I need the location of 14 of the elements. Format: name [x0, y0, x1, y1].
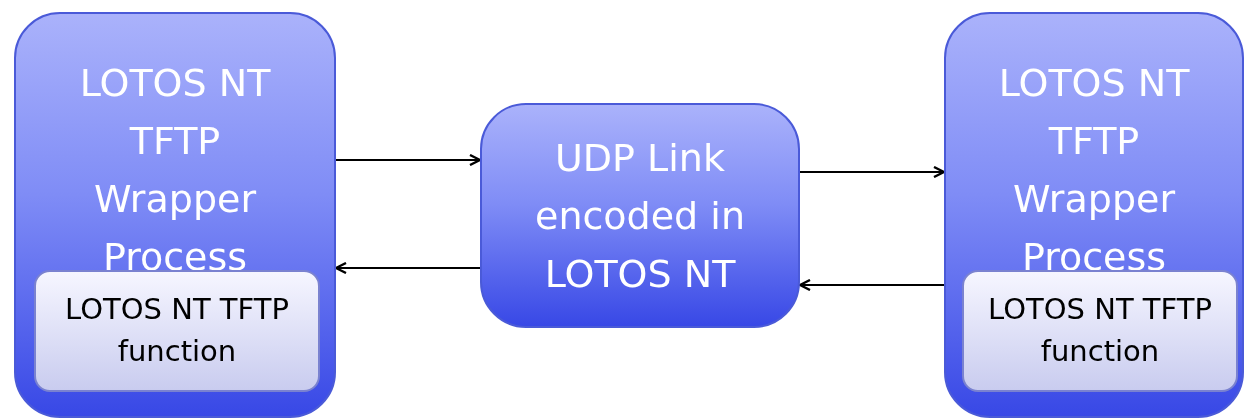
process-box: [944, 12, 1244, 418]
arrow: [799, 165, 946, 179]
process-box: [480, 103, 800, 328]
process-label: LOTOS NT TFTP Wrapper Process: [78, 60, 272, 281]
process-label: LOTOS NT TFTP Wrapper Process: [997, 60, 1191, 281]
function-box: [34, 270, 320, 392]
arrow: [334, 261, 481, 275]
function-label: LOTOS NT TFTP function: [987, 291, 1213, 370]
process-box: [14, 12, 336, 418]
function-label: LOTOS NT TFTP function: [64, 291, 290, 370]
arrow: [335, 153, 482, 167]
process-label: UDP Link encoded in LOTOS NT: [534, 135, 746, 298]
arrow: [798, 278, 945, 292]
function-box: [962, 270, 1238, 392]
